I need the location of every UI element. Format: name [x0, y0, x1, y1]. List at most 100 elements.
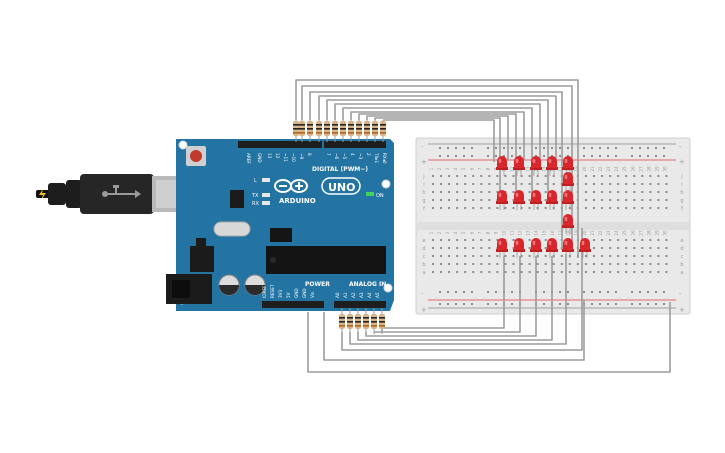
jumper-wire[interactable]: [307, 302, 671, 373]
breadboard-column-label: 20: [582, 166, 587, 172]
rail-plus-top-left: +: [421, 158, 427, 166]
led[interactable]: [562, 214, 574, 234]
digital-pin-label: ~11: [283, 153, 288, 162]
led[interactable]: [496, 190, 508, 210]
breadboard-column-label: 29: [654, 166, 659, 172]
jumper-wire[interactable]: [326, 99, 549, 198]
breadboard-column-label: 28: [646, 230, 651, 236]
power-pin-label: Vin: [310, 291, 315, 298]
jumper-wire[interactable]: [318, 95, 557, 160]
resistor[interactable]: [379, 308, 385, 334]
analog-pin-label: A2: [351, 292, 356, 298]
led[interactable]: [513, 238, 525, 258]
led[interactable]: [530, 238, 542, 258]
led[interactable]: [546, 156, 558, 176]
breadboard-column-label: 8: [485, 167, 490, 170]
rail-minus-top-left: -: [421, 143, 424, 151]
jumper-wire[interactable]: [334, 103, 541, 162]
jumper-wire[interactable]: [383, 119, 495, 162]
breadboard-column-label: 22: [598, 230, 603, 236]
led-l-label: L: [254, 178, 257, 184]
breadboard-column-label: 21: [590, 166, 595, 172]
arduino-board: L TX RX ON ARDUINO UNO DIGITAL (PWM~) PO…: [166, 139, 394, 311]
resistor[interactable]: [380, 120, 386, 142]
jumper-wire[interactable]: [323, 300, 585, 361]
resistor[interactable]: [340, 120, 346, 142]
rail-minus-bottom-right: -: [679, 290, 682, 298]
jumper-wire[interactable]: [350, 111, 525, 160]
breadboard-row-label: g: [680, 198, 683, 204]
resistor[interactable]: [339, 308, 345, 334]
led[interactable]: [496, 156, 508, 176]
resistor[interactable]: [307, 120, 313, 142]
breadboard-column-label: 25: [622, 166, 627, 172]
resistor[interactable]: [316, 120, 322, 142]
resistor[interactable]: [356, 120, 362, 142]
digital-pin-label: 7: [326, 153, 331, 156]
resistors: [293, 120, 386, 334]
resistor[interactable]: [371, 308, 377, 334]
breadboard-column-label: 19: [574, 166, 579, 172]
led[interactable]: [562, 238, 574, 258]
breadboard-column-label: 17: [558, 230, 563, 236]
led[interactable]: [530, 156, 542, 176]
breadboard-row-label: i: [681, 182, 682, 188]
resistor[interactable]: [293, 120, 299, 142]
analog-pin-label: A0: [335, 292, 340, 298]
resistor[interactable]: [348, 120, 354, 142]
resistor[interactable]: [332, 120, 338, 142]
led[interactable]: [513, 190, 525, 210]
resistor[interactable]: [364, 120, 370, 142]
breadboard-column-label: 26: [630, 230, 635, 236]
led[interactable]: [562, 190, 574, 210]
reset-button[interactable]: [186, 146, 206, 166]
resistor[interactable]: [372, 120, 378, 142]
breadboard-row-label: c: [423, 254, 426, 260]
led[interactable]: [530, 190, 542, 210]
breadboard-column-label: 27: [638, 166, 643, 172]
led[interactable]: [562, 172, 574, 192]
breadboard-column-label: 7: [477, 231, 482, 234]
jumper-wire[interactable]: [358, 113, 517, 196]
jumper-wire[interactable]: [366, 115, 509, 160]
resistor[interactable]: [363, 308, 369, 334]
uno-model-label: UNO: [328, 181, 356, 194]
breadboard: - + - + - + - + 112233445566778899101011…: [415, 137, 691, 315]
digital-pin-label: ~9: [299, 153, 304, 160]
resistor[interactable]: [347, 308, 353, 334]
power-pin-label: GND: [302, 288, 307, 298]
led[interactable]: [546, 238, 558, 258]
led[interactable]: [579, 238, 591, 258]
jumper-wire[interactable]: [341, 228, 583, 351]
jumper-wire[interactable]: [349, 254, 567, 345]
jumper-wire[interactable]: [374, 256, 521, 333]
breadboard-column-label: 5: [461, 167, 466, 170]
breadboard-column-label: 9: [493, 167, 498, 170]
analog-header-title: ANALOG IN: [349, 281, 386, 288]
breadboard-column-label: 4: [453, 231, 458, 234]
breadboard-column-label: 26: [630, 166, 635, 172]
jumper-wire[interactable]: [295, 79, 579, 258]
jumper-wire[interactable]: [309, 91, 563, 250]
jumper-wire[interactable]: [342, 107, 533, 196]
resistor[interactable]: [324, 120, 330, 142]
resistor[interactable]: [355, 308, 361, 334]
breadboard-column-label: 6: [469, 167, 474, 170]
breadboard-row-label: i: [423, 182, 424, 188]
resistor[interactable]: [299, 120, 305, 142]
digital-pin-label: AREF: [246, 153, 251, 164]
breadboard-column-label: 22: [598, 166, 603, 172]
analog-pin-label: A1: [343, 292, 348, 298]
jumper-wires: [295, 79, 671, 373]
led[interactable]: [546, 190, 558, 210]
breadboard-column-label: 18: [566, 230, 571, 236]
digital-pin-label: 2: [366, 153, 371, 156]
breadboard-row-label: h: [680, 190, 683, 196]
analog-pin-label: A3: [359, 292, 364, 298]
breadboard-row-label: f: [681, 206, 683, 212]
led[interactable]: [513, 156, 525, 176]
jumper-wire[interactable]: [357, 256, 553, 341]
led[interactable]: [496, 238, 508, 258]
microcontroller-chip: [266, 246, 386, 274]
